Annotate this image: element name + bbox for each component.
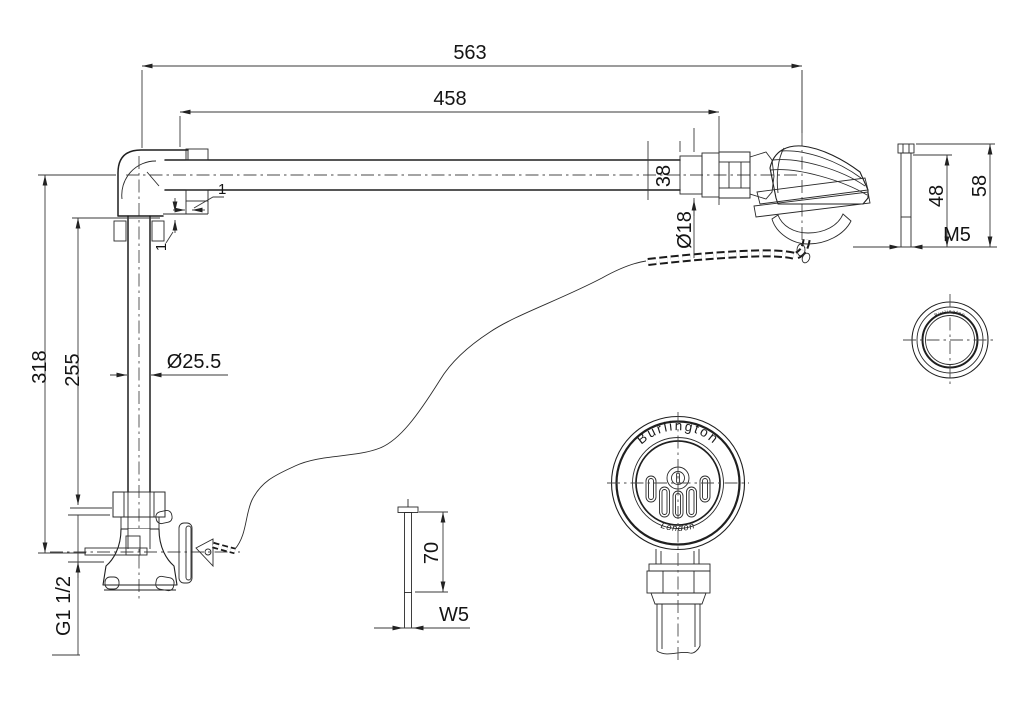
- brand-name-bottom: London: [660, 520, 697, 533]
- dim-overall-length-label: 563: [453, 42, 486, 64]
- overflow-spout: [753, 145, 871, 264]
- detail-m5-screw: 48 58 M5: [853, 143, 997, 250]
- dim-pipe-length-label: 458: [433, 88, 466, 110]
- dim-screw-length-label: 58: [969, 175, 991, 197]
- dim-body-thread-label: G1 1/2: [53, 576, 75, 636]
- dim-pipe-diameter-label: Ø25.5: [167, 351, 221, 373]
- detail-w5-stud: 70 W5: [374, 499, 470, 631]
- dim-tail-diameter-label: Ø18: [674, 211, 696, 249]
- dim-wall-offset-a-label: 1: [218, 181, 226, 198]
- dim-screw-thread-label: M5: [943, 224, 971, 246]
- dim-stud-length-label: 70: [421, 542, 443, 564]
- ring-engraving: Burlington: [934, 309, 967, 318]
- plug-chain: [212, 235, 811, 555]
- detail-plug-face: Burlington London: [607, 412, 749, 662]
- dim-stud-thread-label: W5: [439, 604, 469, 626]
- dim-wall-offset-b-label: 1: [153, 243, 170, 251]
- dim-tail-length-label: 38: [653, 165, 675, 187]
- chain-cord: [234, 260, 647, 550]
- detail-overflow-ring: Burlington: [903, 294, 997, 388]
- dim-screw-thread-length-label: 48: [926, 185, 948, 207]
- dim-overall-height-label: 318: [29, 350, 51, 383]
- overflow-body: [84, 491, 214, 592]
- dimensions: 563 458 38 Ø18 318 255 G1 1/2 Ø25.5: [29, 42, 802, 656]
- dim-vertical-pipe-label: 255: [62, 353, 84, 386]
- pipe-assembly: [113, 148, 681, 493]
